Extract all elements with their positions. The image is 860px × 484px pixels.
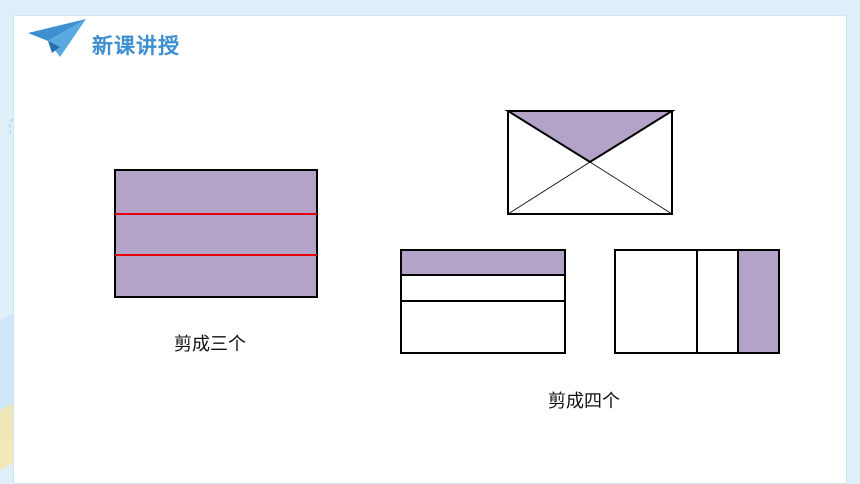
- page-title: 新课讲授: [92, 34, 180, 58]
- figure-envelope: [504, 110, 676, 215]
- diagonal-line: [589, 161, 673, 215]
- figure-vertical-split: [614, 249, 780, 354]
- caption-cut-four: 剪成四个: [548, 391, 620, 412]
- caption-cut-three: 剪成三个: [174, 334, 246, 355]
- shaded-strip: [400, 249, 566, 276]
- strips-rectangle: [114, 169, 318, 298]
- paper-plane-icon: [28, 19, 86, 57]
- diagonal-line: [507, 161, 591, 215]
- figure-horizontal-split: [400, 249, 566, 354]
- shaded-triangle: [504, 110, 676, 164]
- shaded-strip: [737, 249, 780, 354]
- figure-three-strips: [114, 169, 318, 298]
